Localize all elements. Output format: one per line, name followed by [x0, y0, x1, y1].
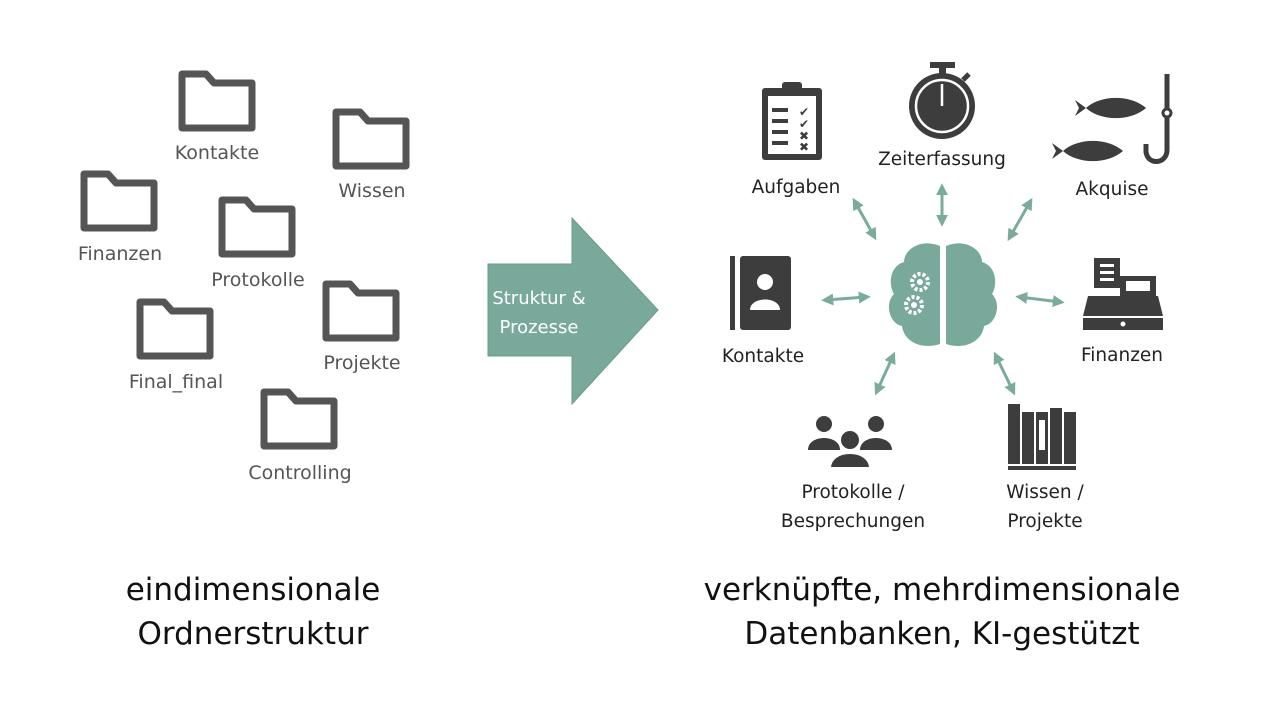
- folder-icon: [140, 302, 210, 356]
- folder-icon: [182, 74, 252, 128]
- folder-icon: [222, 200, 292, 254]
- folder-label: Projekte: [323, 352, 400, 374]
- folder-protokolle: Protokolle: [211, 200, 305, 291]
- left-caption-line1: eindimensionale: [126, 572, 381, 608]
- node-label: Aufgaben: [752, 177, 841, 198]
- folder-icon: [264, 392, 334, 446]
- node-label-line1: Protokolle /: [801, 482, 905, 503]
- svg-text:✖: ✖: [799, 129, 809, 143]
- brain-ai-icon: [888, 243, 998, 346]
- connectors: [821, 183, 1065, 396]
- node-finanzen: Finanzen: [1081, 258, 1163, 366]
- transition-arrow: Struktur & Prozesse: [487, 216, 659, 406]
- fish-hook-icon: [1052, 74, 1173, 164]
- node-kontakte: Kontakte: [722, 256, 804, 367]
- folder-label: Finanzen: [78, 243, 162, 265]
- books-icon: [1008, 404, 1076, 470]
- folder-icon: [84, 174, 154, 228]
- svg-text:✔: ✔: [799, 105, 809, 119]
- cash-register-icon: [1083, 258, 1163, 330]
- right-caption-line2: Datenbanken, KI-gestützt: [744, 616, 1139, 652]
- svg-text:✖: ✖: [799, 140, 809, 154]
- left-caption-line2: Ordnerstruktur: [138, 616, 369, 652]
- node-label-line1: Wissen /: [1006, 482, 1084, 503]
- folder-final-final: Final_final: [129, 302, 223, 393]
- address-book-icon: [730, 256, 791, 330]
- gear-icon: [910, 272, 930, 292]
- arrow-label-line2: Prozesse: [500, 317, 579, 338]
- folder-controlling: Controlling: [248, 392, 352, 484]
- node-aufgaben: ✔✔ ✖✖ Aufgaben: [752, 82, 841, 198]
- folder-label: Controlling: [248, 462, 351, 484]
- node-label-line2: Besprechungen: [781, 511, 925, 532]
- folder-finanzen: Finanzen: [78, 174, 162, 265]
- stopwatch-icon: [909, 62, 975, 139]
- gear-icon: [904, 295, 924, 315]
- right-caption-line1: verknüpfte, mehrdimensionale: [704, 572, 1181, 608]
- arrow-shape: [487, 216, 659, 406]
- folder-kontakte: Kontakte: [175, 74, 259, 164]
- clipboard-checklist-icon: ✔✔ ✖✖: [762, 82, 822, 160]
- folder-wissen: Wissen: [336, 112, 406, 202]
- folder-label: Final_final: [129, 371, 223, 393]
- folder-label: Protokolle: [211, 269, 304, 291]
- node-label: Kontakte: [722, 346, 804, 367]
- arrow-label-line1: Struktur &: [492, 288, 585, 309]
- folder-icon: [326, 284, 396, 338]
- node-akquise: Akquise: [1052, 74, 1173, 200]
- node-label: Finanzen: [1081, 345, 1163, 366]
- node-wissen: Wissen / Projekte: [1006, 404, 1085, 532]
- folder-label: Wissen: [338, 180, 405, 202]
- node-zeiterfassung: Zeiterfassung: [878, 62, 1006, 170]
- svg-text:✔: ✔: [799, 117, 809, 131]
- folder-label: Kontakte: [175, 142, 259, 164]
- node-label: Akquise: [1076, 179, 1149, 200]
- node-label-line2: Projekte: [1007, 511, 1082, 532]
- node-protokolle: Protokolle / Besprechungen: [781, 416, 925, 532]
- folder-icon: [336, 112, 406, 166]
- node-label: Zeiterfassung: [878, 149, 1006, 170]
- folder-projekte: Projekte: [323, 284, 401, 374]
- people-group-icon: [808, 416, 892, 469]
